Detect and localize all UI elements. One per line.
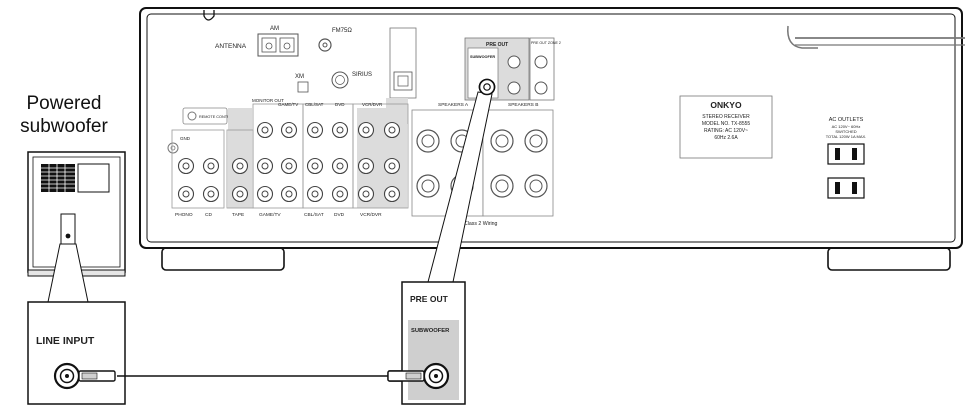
line-input-callout: LINE INPUT (27, 301, 126, 405)
receiver-foot-left (161, 247, 285, 271)
nameplate-line1: STEREO RECEIVER (702, 114, 750, 120)
callout-subwoofer-label: SUBWOOFER (411, 328, 450, 334)
brand-logo: ONKYO (710, 100, 742, 110)
ac-outlets-sub3: TOTAL 120W 1A MAX. (826, 134, 867, 139)
sirius-label: SIRIUS (352, 72, 372, 78)
receiver-foot-right (827, 247, 951, 271)
rca-input-section: MONITOR OUT PHONO CD TAPE GAME/TV CBL/SA… (171, 98, 409, 218)
input-label-dvd: DVD (334, 212, 345, 218)
line-input-label: LINE INPUT (36, 335, 95, 347)
top-label-dvd: DVD (335, 102, 345, 107)
input-label-vcr-dvr: VCR/DVR (360, 212, 382, 218)
zone2-label: PRE OUT ZONE 2 (531, 41, 561, 45)
input-label-game-tv: GAME/TV (259, 212, 281, 218)
ac-outlets-sub1: AC 120V~ 60Hz (832, 124, 861, 129)
pre-out-label: PRE OUT (486, 42, 508, 48)
ac-outlets-sub2: SWITCHED (835, 129, 856, 134)
ac-outlets-label: AC OUTLETS (829, 117, 864, 123)
am-label: AM (270, 26, 279, 32)
nameplate: ONKYO STEREO RECEIVER MODEL NO. TX-8555 … (679, 95, 773, 159)
input-label-tape: TAPE (232, 212, 244, 218)
optical-input-section (389, 27, 417, 99)
top-label-game-tv: GAME/TV (278, 102, 298, 107)
callout-subwoofer-jack (422, 362, 450, 390)
power-cord (787, 25, 965, 49)
callout-pre-out-label: PRE OUT (410, 294, 449, 304)
line-input-jack (53, 362, 81, 390)
nameplate-line4: 60Hz 2.6A (714, 135, 738, 141)
remote-control-jack: REMOTE CONTROL (182, 107, 235, 125)
input-label-phono: PHONO (175, 212, 193, 218)
subwoofer-title-line1: Powered (26, 93, 102, 114)
antenna-label: ANTENNA (215, 43, 247, 50)
fm-label: FM75Ω (332, 28, 352, 34)
satellite-radio-section: XM SIRIUS (295, 71, 372, 93)
subwoofer-title-line2: subwoofer (20, 116, 108, 137)
pre-out-callout: PRE OUT SUBWOOFER (401, 281, 466, 405)
nameplate-line3: RATING: AC 120V~ (704, 128, 748, 134)
xm-label: XM (295, 74, 304, 80)
subwoofer-cable (78, 370, 425, 382)
antenna-section: ANTENNA AM FM75Ω (215, 26, 352, 57)
gnd-terminal: GND (167, 136, 191, 154)
panel-subwoofer-label: SUBWOOFER (470, 55, 495, 59)
subwoofer-grille (41, 164, 75, 192)
receiver-rear-panel: ANTENNA AM FM75Ω XM SIRIUS (139, 7, 965, 271)
speakers-b-label: SPEAKERS B (508, 102, 538, 108)
subwoofer-input-jack (65, 233, 71, 239)
speakers-a-label: SPEAKERS A (438, 102, 469, 108)
ac-outlets: AC OUTLETS AC 120V~ 60Hz SWITCHED TOTAL … (826, 117, 867, 199)
top-label-vcr-dvr: VCR/DVR (362, 102, 383, 107)
remote-label: REMOTE CONTROL (199, 115, 235, 119)
nameplate-line2: MODEL NO. TX-8555 (702, 121, 751, 127)
input-label-cd: CD (205, 212, 212, 218)
subwoofer-title: Powered subwoofer (8, 92, 120, 138)
gnd-label: GND (180, 136, 191, 141)
fm-jack (318, 38, 332, 52)
input-label-cbl-sat: CBL/SAT (304, 212, 324, 218)
class2-wiring-label: Class 2 Wiring (464, 221, 498, 227)
monitor-out-label: MONITOR OUT (252, 98, 284, 103)
top-label-cbl-sat: CBL/SAT (305, 102, 324, 107)
